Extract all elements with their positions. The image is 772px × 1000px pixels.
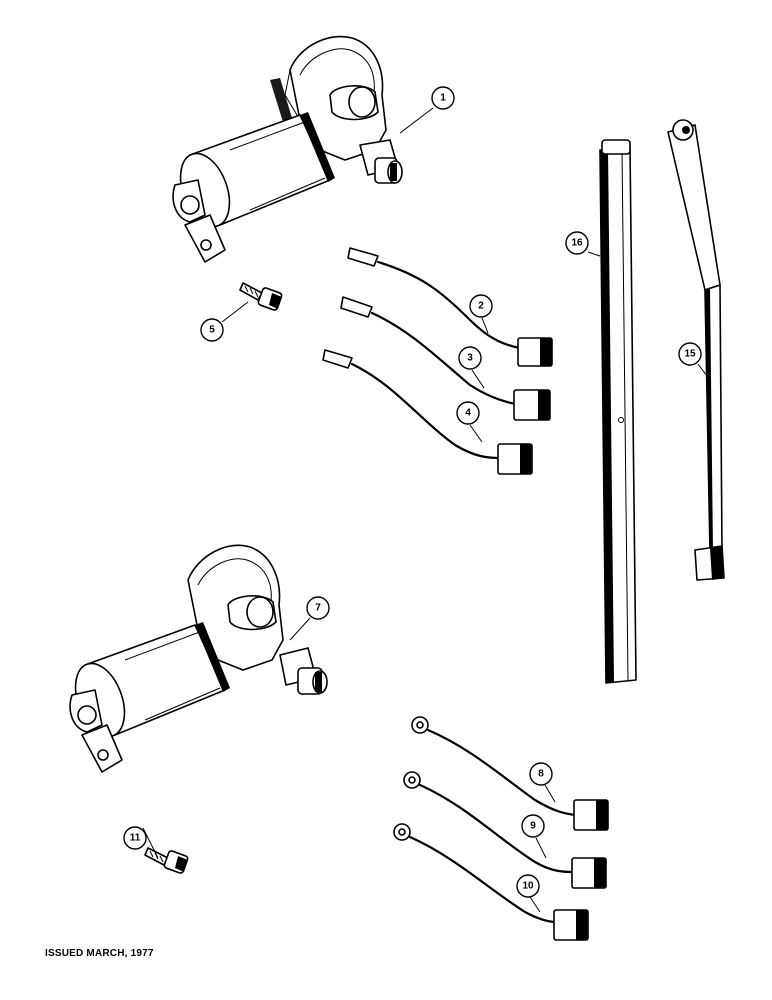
callout-4: 4 — [456, 401, 483, 443]
callout-1-label: 1 — [440, 93, 446, 104]
wire-harness-upper-c — [322, 349, 533, 475]
callout-10: 10 — [516, 874, 541, 913]
callout-15: 15 — [678, 342, 711, 381]
callout-4-label: 4 — [465, 408, 471, 419]
wiper-motor-lower — [69, 544, 328, 773]
callout-8: 8 — [529, 762, 556, 803]
issued-date-label: ISSUED MARCH, 1977 — [45, 948, 154, 959]
wiper-blade — [599, 139, 637, 684]
callout-7: 7 — [289, 596, 330, 641]
callout-7-label: 7 — [315, 603, 321, 614]
callout-10-label: 10 — [522, 881, 534, 892]
callout-9-label: 9 — [530, 821, 536, 832]
callout-15-label: 15 — [684, 349, 696, 360]
callout-8-label: 8 — [538, 769, 544, 780]
mounting-bolt-upper — [239, 282, 283, 311]
wire-harness-lower-c — [393, 823, 589, 941]
callout-5-label: 5 — [209, 325, 215, 336]
callout-11-label: 11 — [130, 833, 141, 844]
wiper-arm — [667, 119, 725, 581]
wire-harness-lower-b — [403, 771, 607, 889]
callout-11: 11 — [123, 826, 159, 859]
callout-16: 16 — [565, 231, 601, 257]
mounting-bolt-lower — [144, 847, 189, 874]
callout-3: 3 — [458, 346, 485, 389]
callout-2: 2 — [469, 294, 493, 334]
callout-5: 5 — [200, 301, 249, 342]
callout-2-label: 2 — [478, 301, 484, 312]
callout-9: 9 — [521, 814, 547, 859]
callout-16-label: 16 — [571, 238, 583, 249]
callout-3-label: 3 — [467, 353, 473, 364]
wire-harness-lower-a — [411, 716, 609, 831]
callout-1: 1 — [399, 86, 455, 134]
wire-harness-upper-a — [347, 247, 553, 367]
wire-harness-upper-b — [340, 296, 551, 421]
wiper-motor-upper — [172, 35, 403, 263]
